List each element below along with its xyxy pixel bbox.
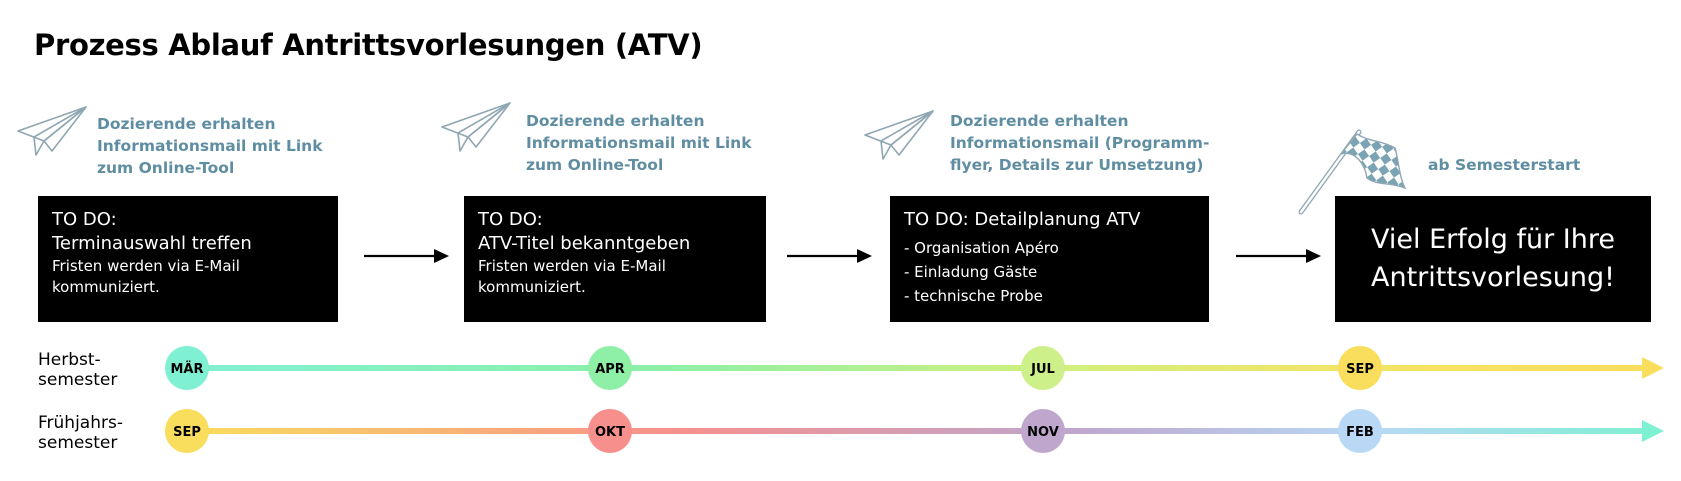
month-marker <box>1338 409 1382 453</box>
timeline-arrowhead-icon <box>1642 420 1664 442</box>
month-marker <box>588 346 632 390</box>
semester-label-herbst: Herbst- semester <box>38 350 118 390</box>
todo-item: - Organisation Apéro <box>904 239 1059 257</box>
page-title: Prozess Ablauf Antrittsvorlesungen (ATV) <box>34 28 703 62</box>
semester-label-fruehjahr: Frühjahrs- semester <box>38 413 123 453</box>
paper-plane-icon <box>17 106 87 156</box>
timeline-arrowhead-icon <box>1642 357 1664 379</box>
mail-note-1: Dozierende erhalten Informationsmail mit… <box>97 115 323 177</box>
month-marker <box>1021 409 1065 453</box>
month-label: FEB <box>1346 425 1374 440</box>
final-box: Viel Erfolg für Ihre Antrittsvorlesung! <box>1335 196 1651 322</box>
month-marker <box>588 409 632 453</box>
month-label: SEP <box>173 425 201 440</box>
mail-note-2: Dozierende erhalten Informationsmail mit… <box>526 112 752 174</box>
paper-plane-icon <box>864 110 934 160</box>
todo-task: Terminauswahl treffen <box>52 233 252 254</box>
month-label: JUL <box>1030 362 1055 377</box>
arrow-right-icon <box>1236 249 1321 263</box>
month-label: NOV <box>1027 425 1059 440</box>
final-line: Viel Erfolg für Ihre <box>1371 224 1615 255</box>
timeline-line <box>187 428 1647 434</box>
todo-box-3: TO DO: Detailplanung ATV - Organisation … <box>890 196 1209 322</box>
todo-box-2: TO DO: ATV-Titel bekanntgeben Fristen we… <box>464 196 766 322</box>
todo-item: - Einladung Gäste <box>904 263 1038 281</box>
arrow-right-icon <box>364 249 449 263</box>
todo-box-1: TO DO: Terminauswahl treffen Fristen wer… <box>38 196 338 322</box>
month-label: SEP <box>1346 362 1374 377</box>
todo-sub: Fristen werden via E-Mail <box>478 257 666 275</box>
todo-heading: TO DO: Detailplanung ATV <box>904 209 1141 230</box>
month-marker <box>165 409 209 453</box>
month-marker <box>1338 346 1382 390</box>
month-label: MÄR <box>170 361 203 377</box>
timeline-line <box>187 365 1647 371</box>
todo-sub: kommuniziert. <box>52 278 160 296</box>
mail-note-3: Dozierende erhalten Informationsmail (Pr… <box>950 112 1210 174</box>
semester-start-note: ab Semesterstart <box>1428 156 1581 174</box>
month-marker <box>1021 346 1065 390</box>
final-line: Antrittsvorlesung! <box>1371 262 1615 293</box>
todo-task: ATV-Titel bekanntgeben <box>478 233 691 254</box>
todo-sub: kommuniziert. <box>478 278 586 296</box>
todo-heading: TO DO: <box>52 209 117 230</box>
month-label: OKT <box>595 425 625 440</box>
checkered-flag-icon <box>1298 129 1407 215</box>
paper-plane-icon <box>441 102 511 152</box>
todo-sub: Fristen werden via E-Mail <box>52 257 240 275</box>
todo-heading: TO DO: <box>478 209 543 230</box>
month-label: APR <box>595 362 625 377</box>
month-marker <box>165 346 209 390</box>
todo-item: - technische Probe <box>904 287 1043 305</box>
arrow-right-icon <box>787 249 872 263</box>
